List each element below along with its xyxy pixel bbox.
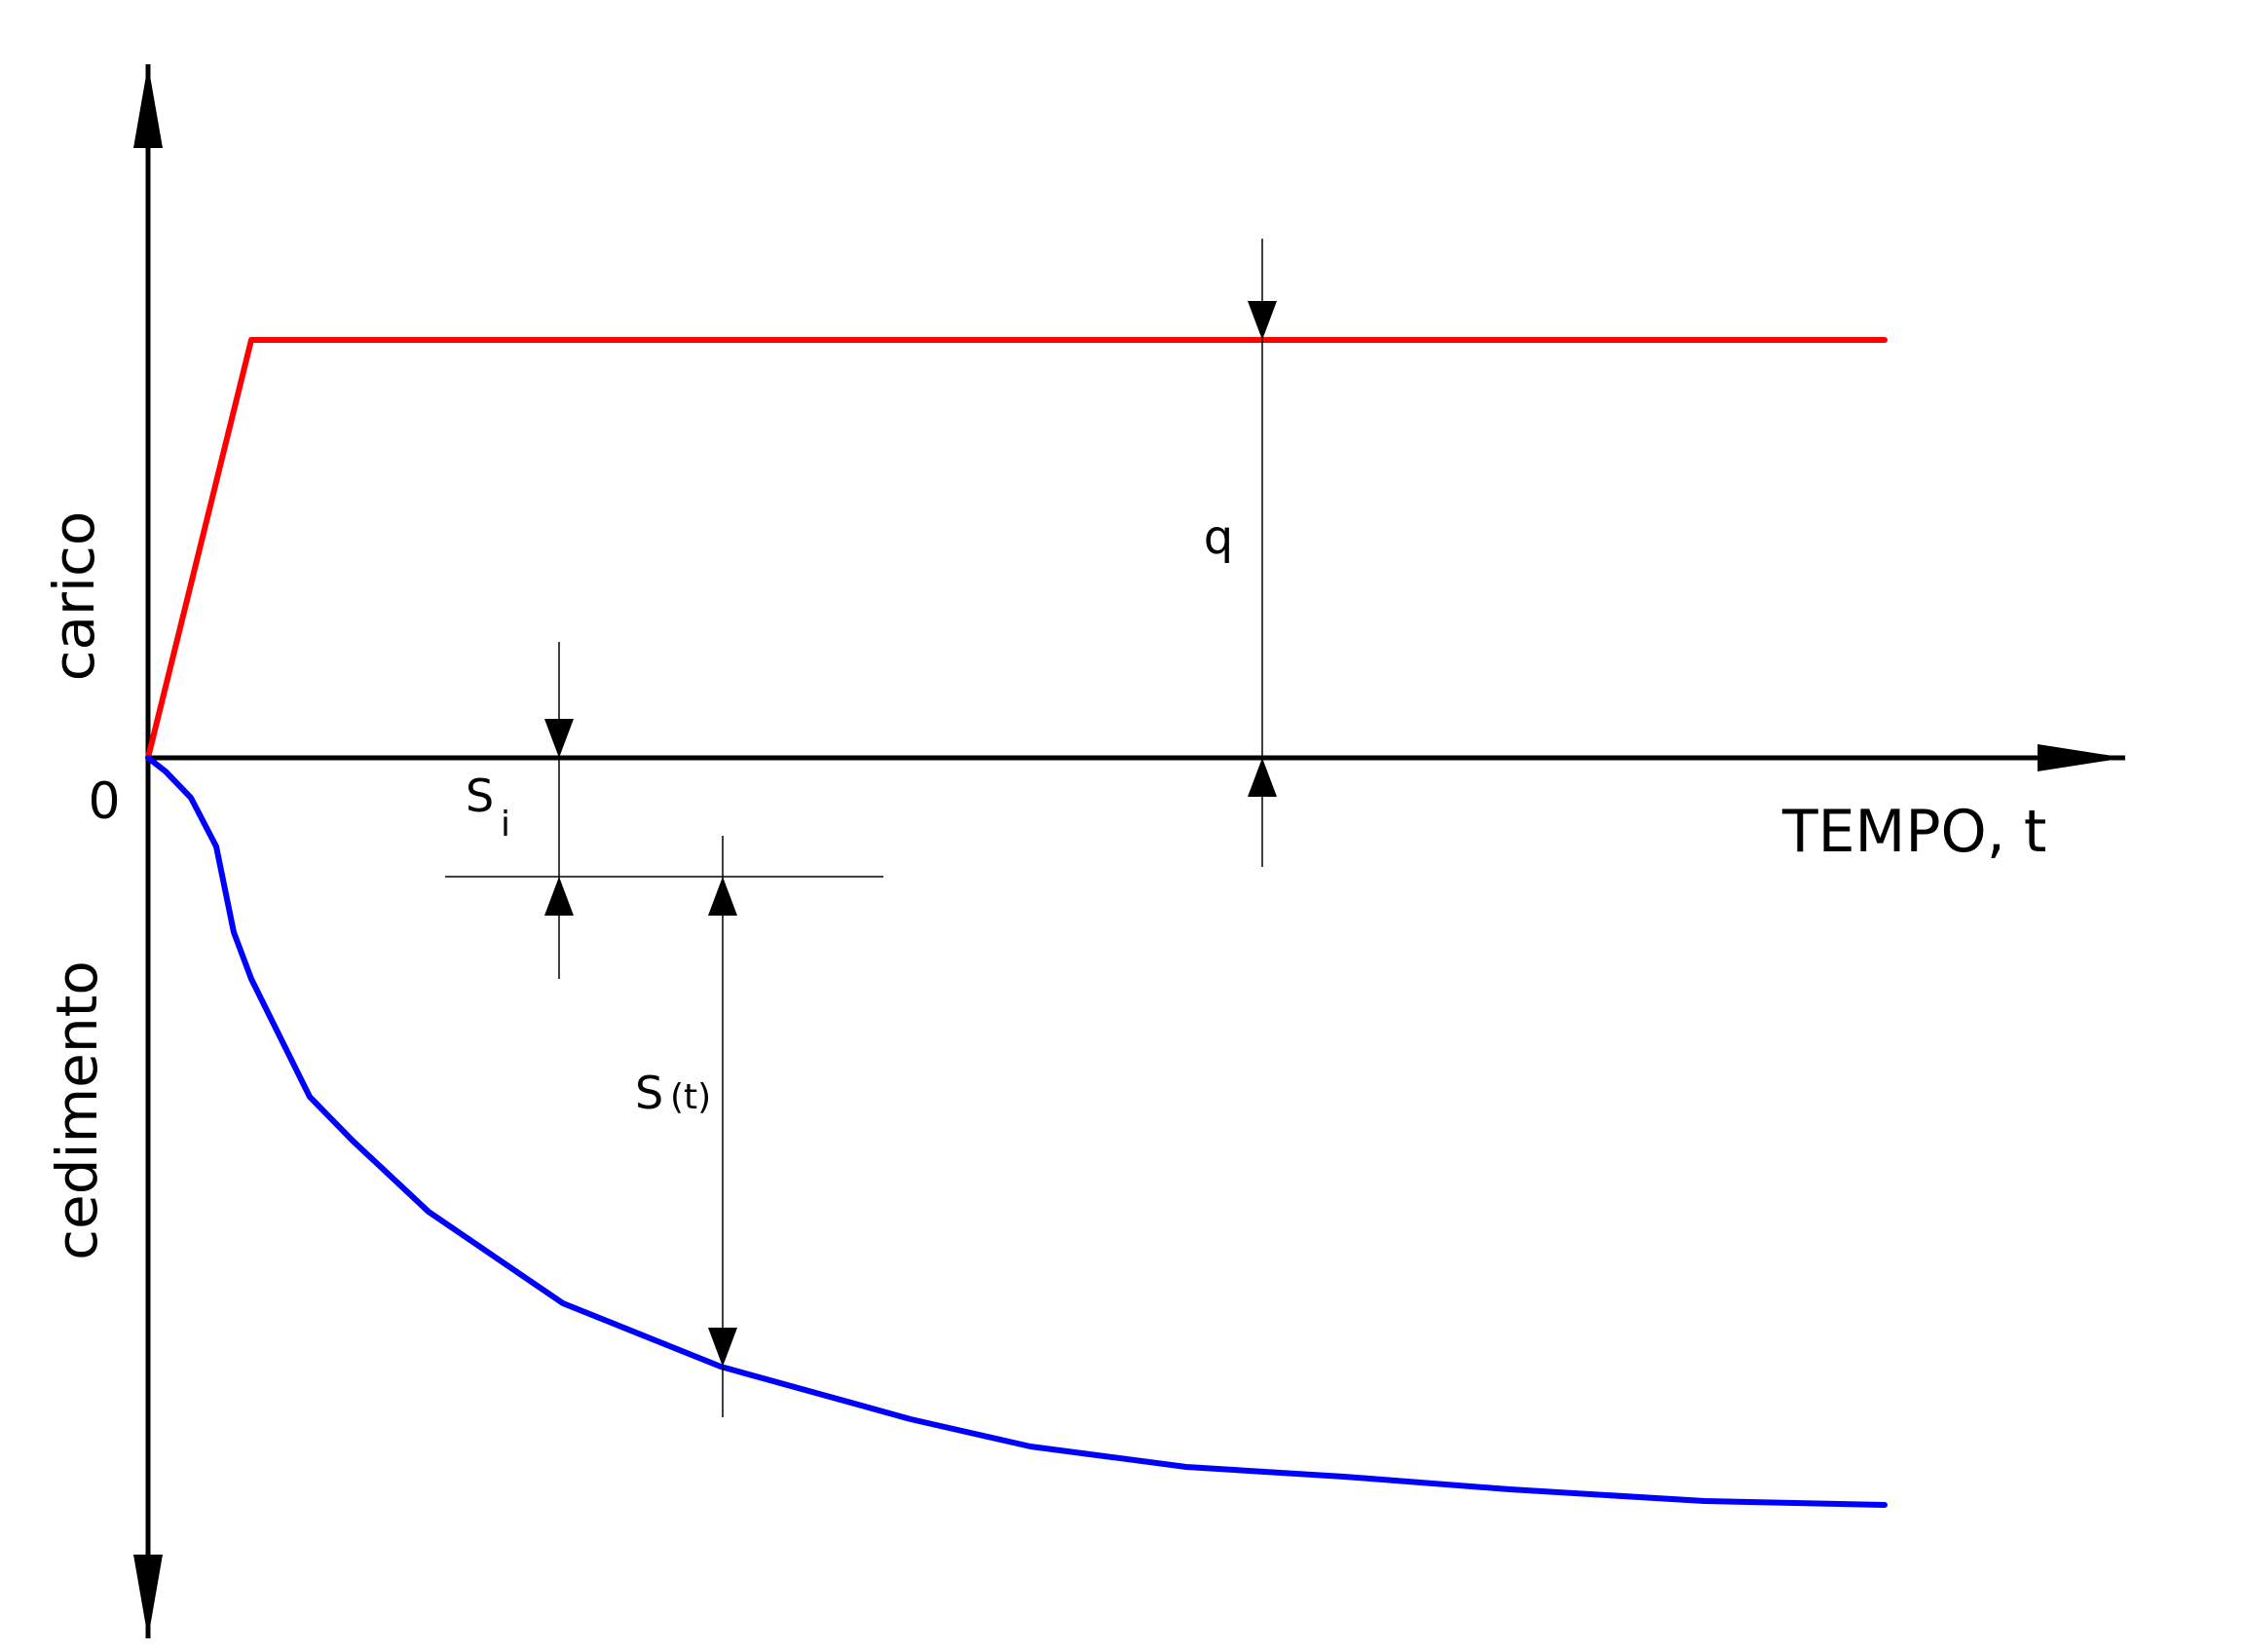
arrow-up-icon	[133, 64, 163, 148]
si-label-subscript: i	[501, 805, 510, 845]
st-label-subscript: (t)	[670, 1077, 711, 1117]
y-upper-label: carico	[41, 511, 107, 682]
st-label-main: S	[635, 1067, 663, 1119]
st-arrow-down-icon	[708, 1328, 737, 1367]
q-arrow-down-icon	[1248, 301, 1277, 340]
arrow-right-icon	[2038, 744, 2125, 771]
arrow-down-icon	[133, 1555, 163, 1638]
y-lower-label: cedimento	[44, 960, 110, 1260]
load-curve	[145, 337, 1888, 761]
settlement-curve	[145, 755, 1888, 1508]
x-axis-label: TEMPO, t	[1781, 798, 2046, 866]
si-arrow-down-icon	[544, 719, 574, 758]
origin-label: 0	[88, 772, 120, 831]
si-label-main: S	[466, 770, 494, 822]
st-label: S	[635, 1067, 663, 1119]
si-label: S	[466, 770, 494, 822]
q-label: q	[1204, 510, 1233, 565]
si-arrow-up-icon	[544, 877, 574, 916]
q-arrow-up-icon	[1248, 758, 1277, 797]
st-arrow-up-icon	[708, 877, 737, 916]
